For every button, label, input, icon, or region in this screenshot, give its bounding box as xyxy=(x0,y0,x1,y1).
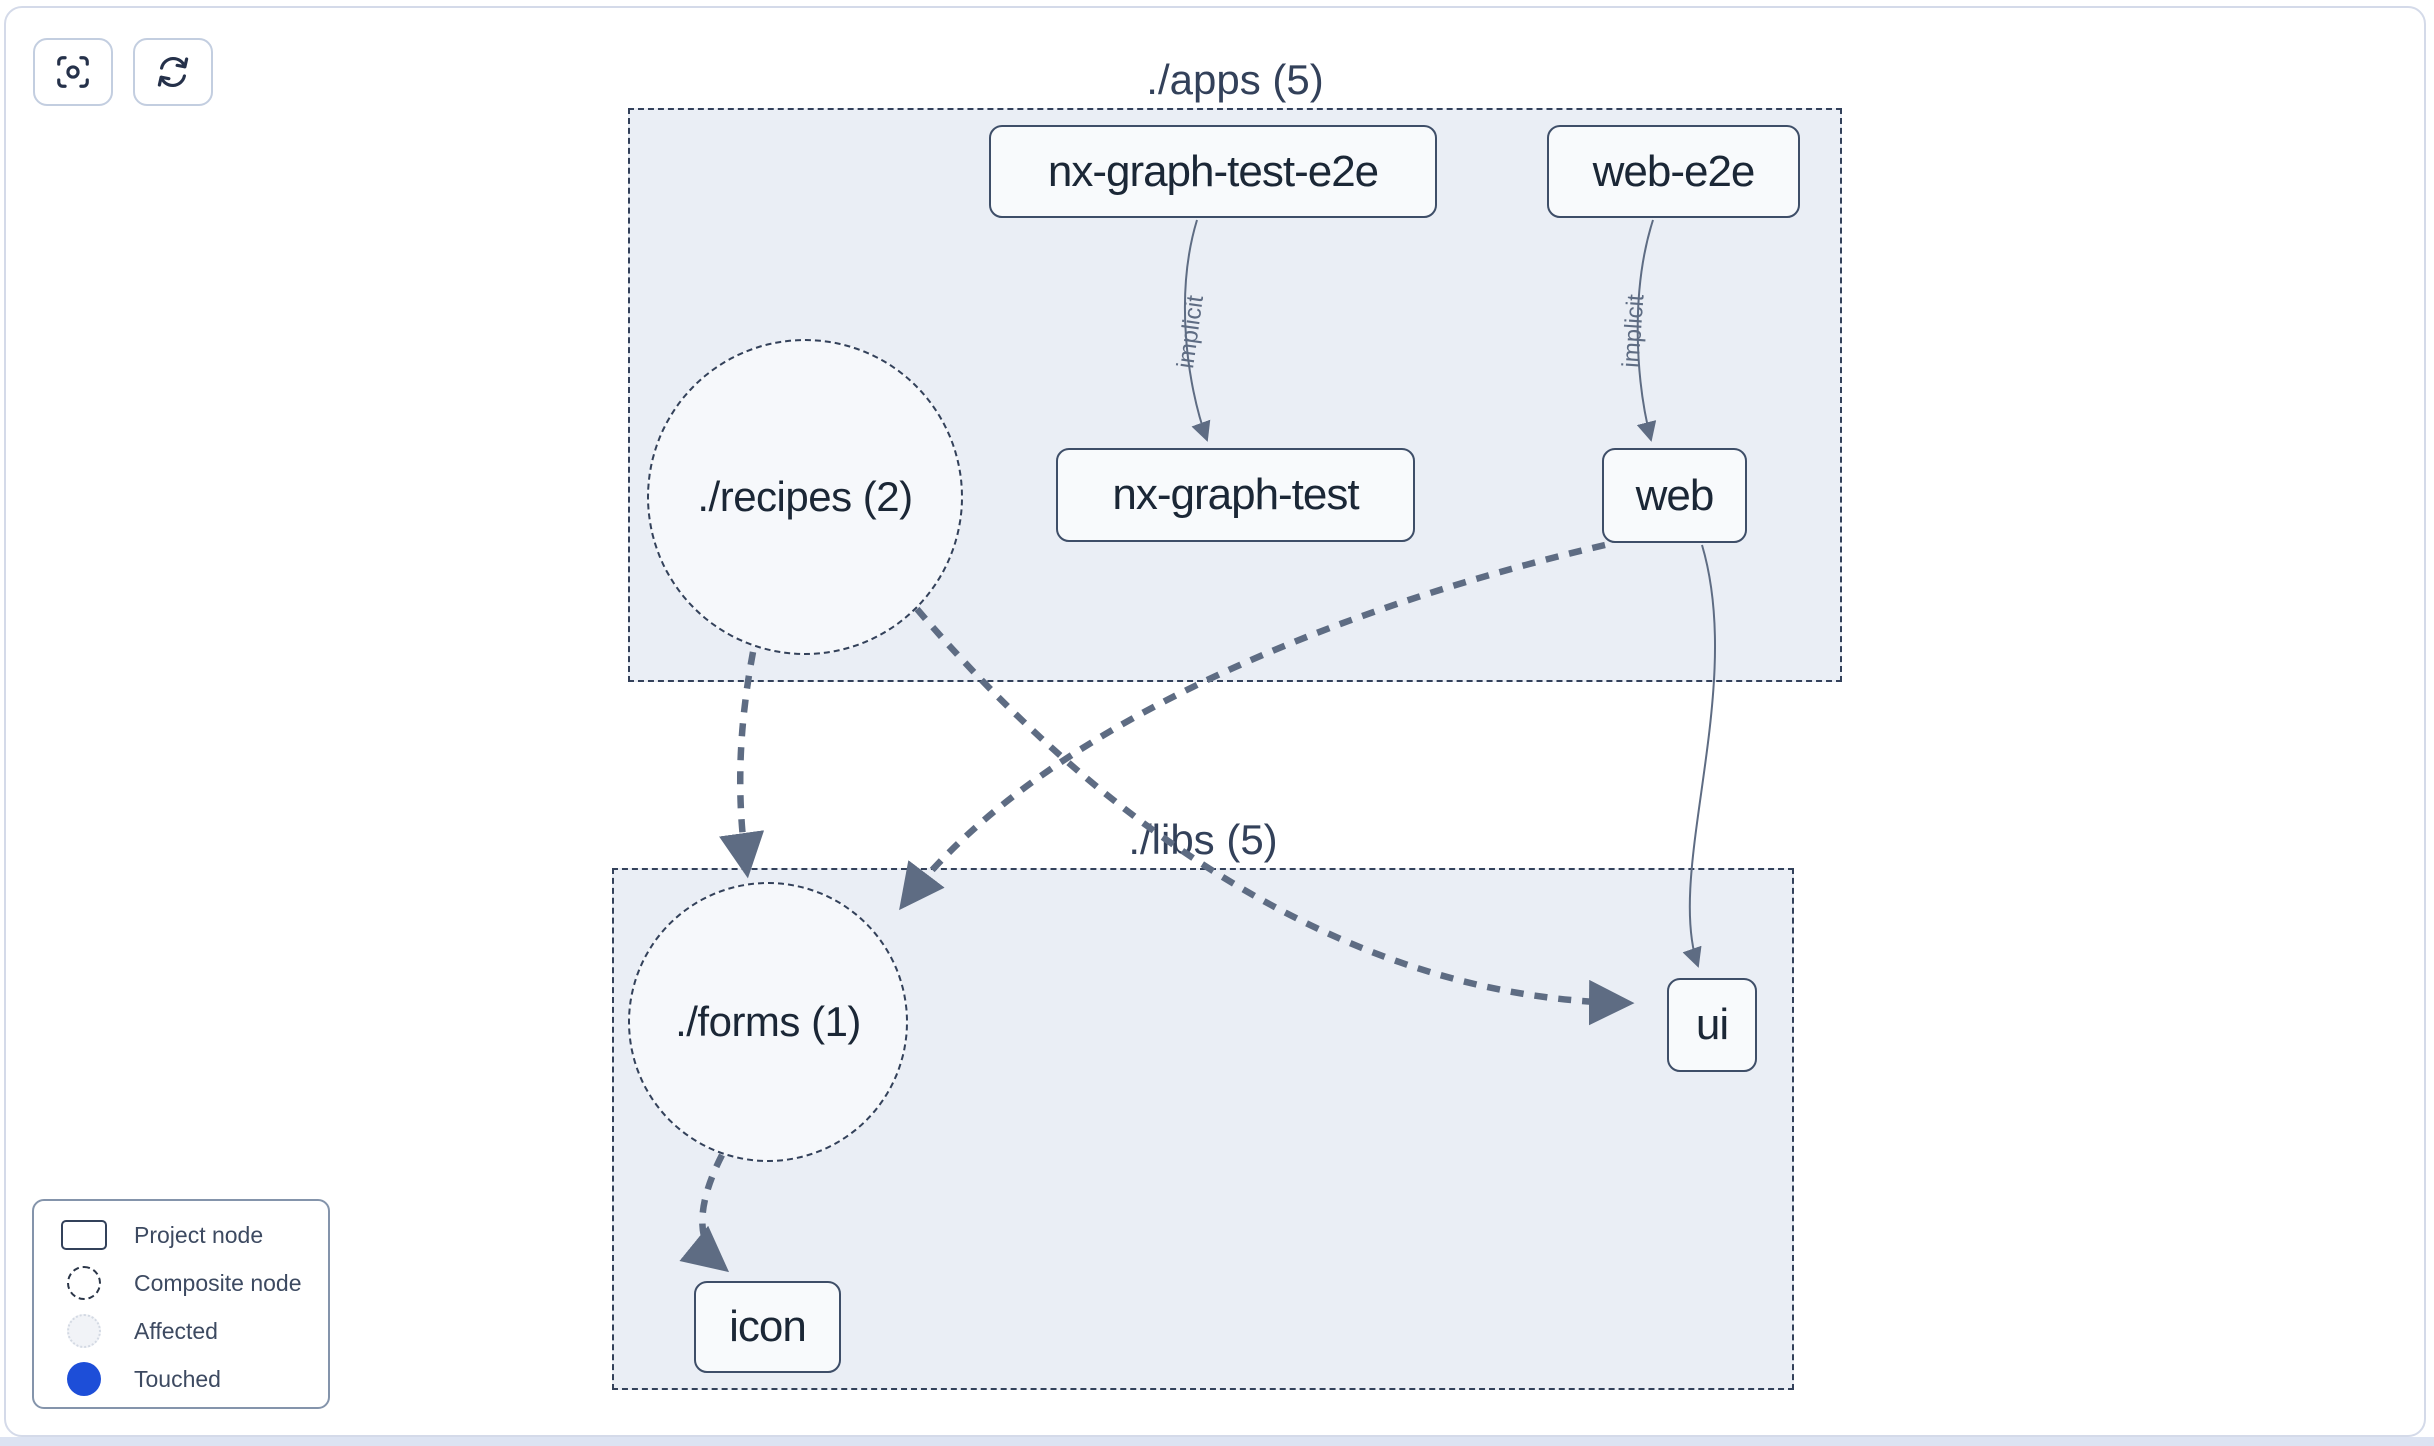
project-node-label: icon xyxy=(729,1302,807,1351)
edge-web-to-ui[interactable] xyxy=(1682,544,1717,968)
edge-web-e2e-to-web[interactable] xyxy=(1636,219,1657,442)
container-libs-title: ./libs (5) xyxy=(1128,816,1278,863)
legend-item-label: Composite node xyxy=(134,1269,302,1296)
focus-icon xyxy=(54,53,92,91)
composite-node-recipes[interactable]: ./recipes (2) xyxy=(647,339,963,655)
legend-item-label: Affected xyxy=(134,1317,218,1344)
bottom-edge-strip xyxy=(0,1437,2434,1446)
container-apps-title: ./apps (5) xyxy=(1146,56,1324,103)
project-node-label: web xyxy=(1635,470,1715,520)
legend-item-touched: Touched xyxy=(34,1355,328,1403)
affected-symbol xyxy=(34,1314,134,1348)
legend-item-label: Project node xyxy=(134,1221,264,1248)
project-node-nx-graph-test-e2e[interactable]: nx-graph-test-e2e xyxy=(989,125,1437,218)
project-node-symbol xyxy=(34,1220,134,1250)
edge-recipes-to-ui[interactable] xyxy=(914,606,1635,1026)
project-node-label: ui xyxy=(1695,1000,1729,1049)
focus-button[interactable] xyxy=(33,38,113,106)
composite-node-forms-label: ./forms (1) xyxy=(675,998,861,1045)
composite-node-recipes-label: ./recipes (2) xyxy=(697,473,913,520)
legend-item-affected: Affected xyxy=(34,1307,328,1355)
project-node-web[interactable]: web xyxy=(1602,448,1747,543)
project-node-label: nx-graph-test-e2e xyxy=(1047,146,1379,196)
edge-web-to-forms[interactable] xyxy=(899,541,1606,911)
toolbar xyxy=(33,38,213,106)
project-node-web-e2e[interactable]: web-e2e xyxy=(1547,125,1800,218)
touched-symbol xyxy=(34,1362,134,1396)
legend-item-project-node: Project node xyxy=(34,1211,328,1259)
refresh-icon xyxy=(154,53,192,91)
project-node-icon[interactable]: icon xyxy=(694,1281,841,1373)
composite-node-forms[interactable]: ./forms (1) xyxy=(628,882,908,1162)
project-node-label: web-e2e xyxy=(1592,146,1756,196)
edge-forms-to-icon[interactable] xyxy=(679,1153,730,1273)
legend-item-composite-node: Composite node xyxy=(34,1259,328,1307)
legend-item-label: Touched xyxy=(134,1365,221,1392)
refresh-button[interactable] xyxy=(133,38,213,106)
project-node-ui[interactable]: ui xyxy=(1667,978,1757,1072)
project-node-nx-graph-test[interactable]: nx-graph-test xyxy=(1056,448,1415,542)
edge-recipes-to-forms[interactable] xyxy=(719,651,765,879)
project-node-label: nx-graph-test xyxy=(1112,470,1359,519)
edge-nx-graph-test-e2e-to-nx-graph-test[interactable] xyxy=(1183,219,1211,442)
composite-node-symbol xyxy=(34,1266,134,1300)
edge-label-implicit-2: implicit xyxy=(1617,293,1650,369)
legend: Project node Composite node Affected Tou… xyxy=(32,1199,330,1409)
